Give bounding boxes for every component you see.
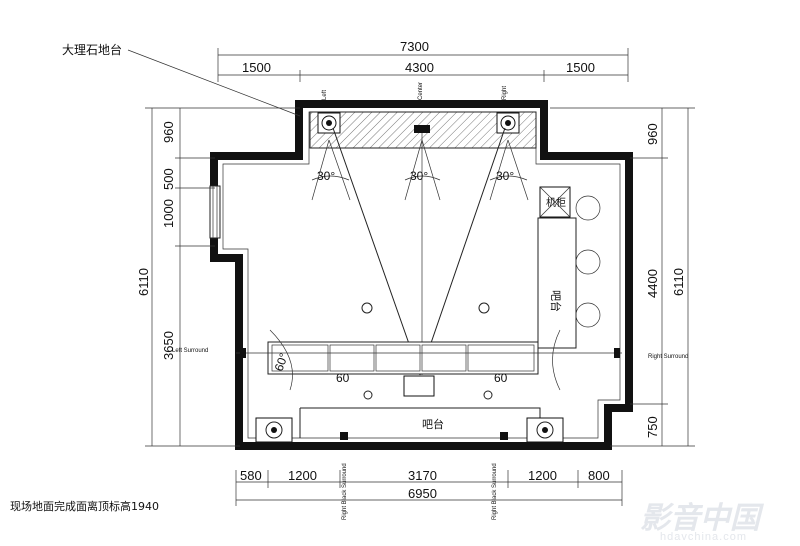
cabinet-label: 机柜 (546, 196, 566, 209)
right-bar-label: 吧台 (549, 290, 563, 312)
left-surround-label: Left Surround (172, 348, 208, 354)
sofa-row (267, 302, 539, 400)
speaker-angle-cones (311, 139, 529, 201)
top-dimensions (217, 48, 629, 82)
dim-top-total: 7300 (400, 39, 429, 54)
bottom-bar-label: 吧台 (422, 417, 444, 431)
watermark-url: hdavchina.com (660, 531, 747, 543)
dim-top-right: 1500 (566, 60, 595, 75)
dim-bottom-e: 800 (588, 468, 610, 483)
angle-60-mid-right: 60 (494, 371, 508, 385)
right-dimensions (550, 107, 695, 447)
angle-60-left: 60° (272, 351, 291, 373)
back-left-label: Right Black Surround (342, 463, 348, 520)
floor-height-note: 现场地面完成面离顶标高1940 (10, 499, 159, 513)
front-left-label: Left (322, 90, 328, 100)
sight-lines (332, 127, 506, 376)
angle-label-center: 30° (410, 169, 428, 183)
rear-speakers (255, 417, 564, 443)
dim-left-b: 500 (161, 168, 176, 190)
front-right-label: Right (502, 86, 508, 100)
room-walls (209, 100, 633, 450)
dim-bottom-c: 3170 (408, 468, 437, 483)
dim-left-c: 1000 (161, 199, 176, 228)
cabinet (539, 186, 571, 218)
dim-right-b: 4400 (645, 269, 660, 298)
right-surround-speaker (614, 348, 620, 358)
dim-right-total: 6110 (671, 268, 686, 296)
marble-platform-label: 大理石地台 (62, 42, 122, 57)
angle-60-mid-left: 60 (336, 371, 350, 385)
dim-left-a: 960 (161, 121, 176, 143)
back-right-label: Right Black Surround (492, 463, 498, 520)
angle-label-left: 30° (317, 169, 335, 183)
dim-bottom-total: 6950 (408, 486, 437, 501)
marble-leader-line (127, 49, 301, 117)
dim-right-c: 750 (645, 416, 660, 438)
dim-left-total: 6110 (136, 268, 151, 296)
dim-right-a: 960 (645, 123, 660, 145)
dim-bottom-d: 1200 (528, 468, 557, 483)
watermark-logo: 影音中国 (640, 501, 765, 536)
subwoofer-box (403, 375, 435, 397)
right-bar-counter (537, 217, 577, 349)
dim-left-d: 3650 (161, 331, 176, 360)
left-dimensions (145, 107, 300, 447)
bottom-dimensions (235, 470, 623, 506)
right-surround-label: Right Surround (648, 354, 688, 360)
left-surround-speaker (240, 348, 246, 358)
bar-stools (575, 195, 601, 328)
dim-bottom-a: 580 (240, 468, 262, 483)
angle-label-right: 30° (496, 169, 514, 183)
dim-top-left: 1500 (242, 60, 271, 75)
arc-60-right (552, 329, 561, 391)
arc-60-left (269, 329, 293, 391)
dim-bottom-b: 1200 (288, 468, 317, 483)
dim-top-mid: 4300 (405, 60, 434, 75)
front-center-label: Center (418, 82, 424, 100)
front-speakers (317, 112, 520, 134)
